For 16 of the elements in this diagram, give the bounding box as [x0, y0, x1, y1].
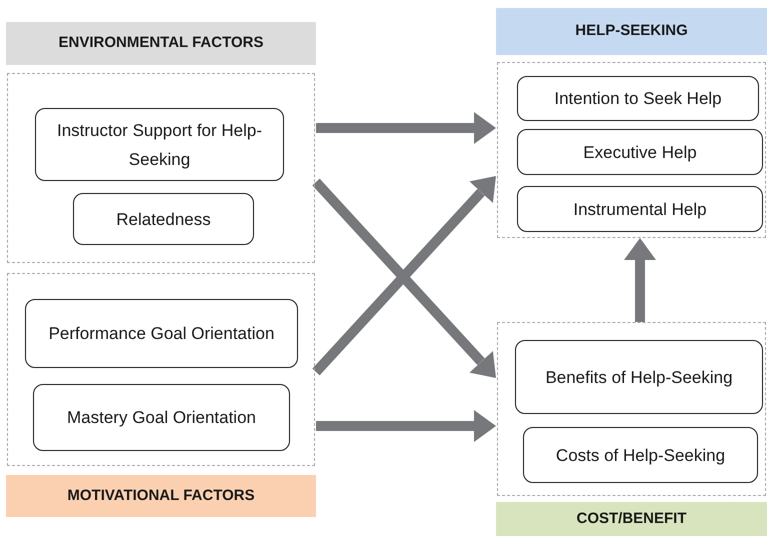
group-header: ENVIRONMENTAL FACTORS: [6, 22, 316, 65]
factor-box: Mastery Goal Orientation: [33, 384, 290, 451]
factor-box: Costs of Help-Seeking: [523, 427, 758, 483]
group-header: MOTIVATIONAL FACTORS: [6, 475, 316, 517]
arrow: [316, 112, 496, 144]
factor-box: Relatedness: [73, 193, 254, 245]
factor-box: Instrumental Help: [517, 186, 763, 232]
group-header: HELP-SEEKING: [496, 8, 767, 55]
factor-box: Benefits of Help-Seeking: [515, 340, 763, 414]
group-header: COST/BENEFIT: [496, 502, 767, 536]
factor-box: Performance Goal Orientation: [25, 299, 298, 368]
factor-box: Executive Help: [517, 129, 763, 175]
arrow: [624, 238, 656, 322]
factor-box: Intention to Seek Help: [517, 76, 759, 121]
arrow: [316, 410, 496, 442]
factor-box: Instructor Support for Help-Seeking: [35, 108, 284, 181]
